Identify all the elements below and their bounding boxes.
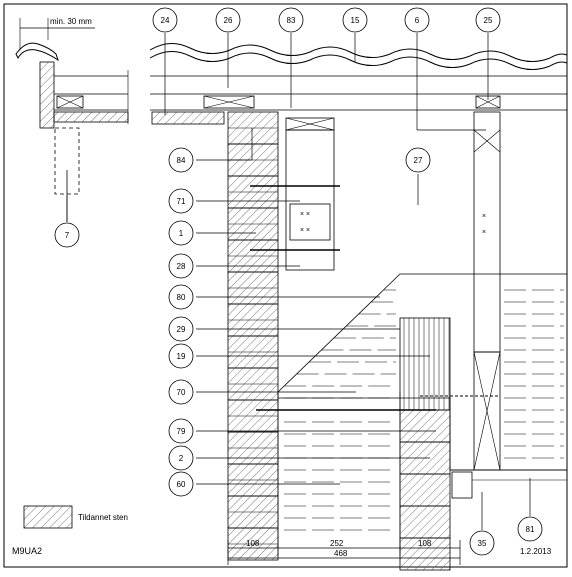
- svg-text:× ×: × ×: [300, 211, 310, 218]
- eaves-detail: min. 30 mm: [15, 17, 129, 222]
- callout-35: 35: [469, 530, 495, 556]
- callout-label: 2: [179, 454, 184, 463]
- callout-label: 7: [65, 231, 70, 240]
- callout-1: 1: [168, 220, 194, 246]
- legend-label: Tildannet sten: [78, 513, 128, 522]
- drawing-id: M9UA2: [12, 546, 42, 556]
- callout-label: 1: [179, 229, 184, 238]
- callout-71: 71: [168, 188, 194, 214]
- eaves-hatched-board: [39, 61, 55, 129]
- callout-84: 84: [168, 147, 194, 173]
- svg-text:×: ×: [482, 229, 486, 236]
- dimension-108-right: 108: [418, 539, 432, 548]
- callout-label: 25: [484, 16, 493, 25]
- callout-2: 2: [168, 445, 194, 471]
- callout-79: 79: [168, 418, 194, 444]
- callout-label: 28: [177, 262, 186, 271]
- callout-label: 19: [177, 352, 186, 361]
- callout-label: 29: [177, 325, 186, 334]
- callout-83: 83: [278, 7, 304, 33]
- inner-brick-course: [399, 473, 451, 507]
- dimension-108-left: 108: [246, 539, 260, 548]
- inner-brick-course: [399, 409, 451, 443]
- dim-note-min-30mm: min. 30 mm: [50, 17, 92, 26]
- callout-label: 35: [478, 539, 487, 548]
- callout-label: 70: [177, 388, 186, 397]
- insulation: [277, 273, 568, 531]
- timber-studs: × × × × × ×: [285, 111, 501, 471]
- roof-tiles: [149, 43, 568, 125]
- callout-60: 60: [168, 471, 194, 497]
- inner-brick-leaf: [399, 409, 451, 571]
- callout-label: 6: [415, 16, 420, 25]
- callout-70: 70: [168, 379, 194, 405]
- drawing-border: [3, 3, 568, 568]
- callout-label: 71: [177, 197, 186, 206]
- dimension-total-468: 468: [334, 549, 348, 558]
- callout-15: 15: [342, 7, 368, 33]
- dimension-252: 252: [330, 539, 344, 548]
- callout-28: 28: [168, 253, 194, 279]
- callout-label: 79: [177, 427, 186, 436]
- inner-brick-course: [399, 537, 451, 571]
- callout-29: 29: [168, 316, 194, 342]
- callout-label: 26: [224, 16, 233, 25]
- callout-label: 27: [414, 156, 423, 165]
- svg-text:× ×: × ×: [300, 227, 310, 234]
- callout-25: 25: [475, 7, 501, 33]
- leader-lines: [66, 33, 531, 530]
- callout-81: 81: [517, 516, 543, 542]
- callout-7: 7: [54, 222, 80, 248]
- callout-label: 81: [526, 525, 535, 534]
- callout-label: 24: [161, 16, 170, 25]
- callout-label: 84: [177, 156, 186, 165]
- dimension-line: [227, 540, 461, 565]
- brick-wall: [227, 111, 279, 561]
- callout-label: 60: [177, 480, 186, 489]
- callout-label: 83: [287, 16, 296, 25]
- drawing-date: 1.2.2013: [520, 547, 552, 556]
- svg-text:×: ×: [482, 213, 486, 220]
- legend-swatch: [23, 505, 73, 529]
- callout-label: 80: [177, 293, 186, 302]
- callout-6: 6: [404, 7, 430, 33]
- callout-label: 15: [351, 16, 360, 25]
- callouts: 24 26 83 15 6 25 84 71 1 28 80 29 19 70 79 2 60 7 27 35 81: [54, 7, 543, 556]
- callout-19: 19: [168, 343, 194, 369]
- callout-27: 27: [405, 147, 431, 173]
- callout-80: 80: [168, 284, 194, 310]
- callout-26: 26: [215, 7, 241, 33]
- callout-24: 24: [152, 7, 178, 33]
- inner-brick-course: [399, 505, 451, 539]
